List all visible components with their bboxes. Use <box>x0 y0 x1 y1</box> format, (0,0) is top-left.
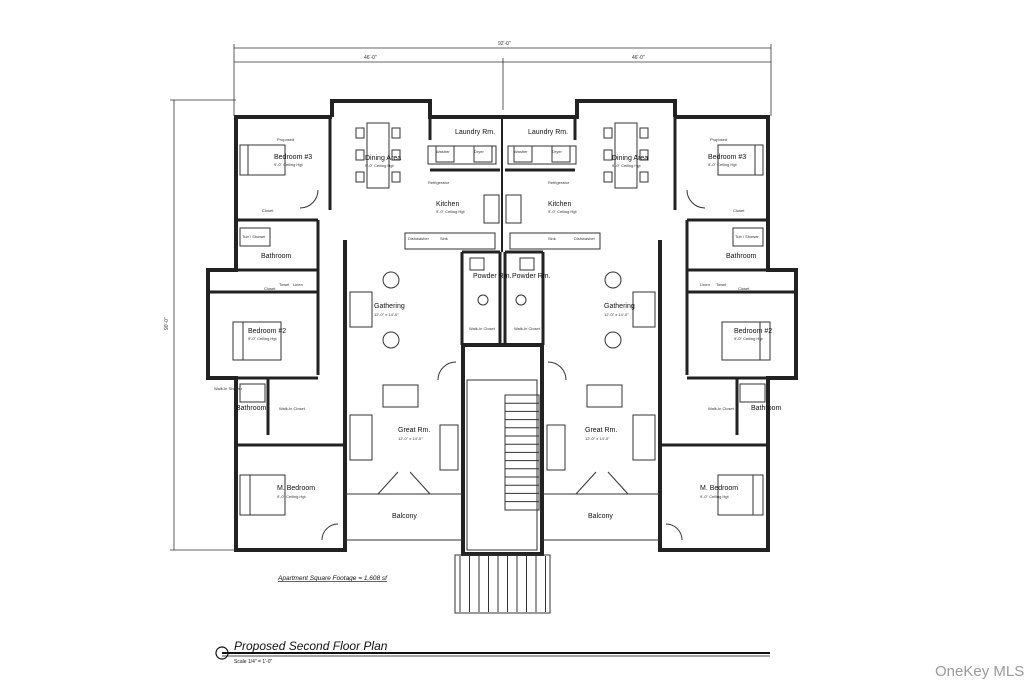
label-dryer-right: Dryer <box>552 149 562 154</box>
label-dishwasher-left: Dishwasher <box>408 236 430 241</box>
label-powder-left: Powder Rm. <box>473 273 512 280</box>
label-dryer-left: Dryer <box>474 149 484 154</box>
label-balcony-left: Balcony <box>392 513 417 520</box>
label-great-right: Great Rm. <box>585 427 617 434</box>
label-closet2-left: Closet <box>264 286 276 291</box>
ceiling-bedroom2-right: 9'-0" Ceiling Hgt <box>734 336 764 341</box>
label-closet1-left: Closet <box>262 208 274 213</box>
label-tub-right: Tub / Shower <box>735 234 759 239</box>
ceiling-bedroom3-right: 9'-0" Ceiling Hgt <box>708 162 738 167</box>
label-fridge-left: Refrigerator <box>428 180 450 185</box>
label-tub-left: Tub / Shower <box>242 234 266 239</box>
size-gathering-right: 12'-0" x 14'-0" <box>604 312 629 317</box>
ceiling-dining-left: 9'-0" Ceiling Hgt <box>365 163 395 168</box>
label-laundry-right: Laundry Rm. <box>528 129 568 136</box>
title-block: Proposed Second Floor Plan Scale 1/4" = … <box>215 639 770 665</box>
exterior-walls <box>206 99 798 556</box>
ceiling-kitchen-right: 9'-0" Ceiling Hgt <box>548 209 578 214</box>
dim-left-half: 46'-0" <box>364 55 377 61</box>
size-gathering-left: 12'-0" x 14'-0" <box>374 312 399 317</box>
label-bathroom2-left: Bathroom <box>236 405 267 412</box>
label-closet2-right: Closet <box>738 286 750 291</box>
label-balcony-right: Balcony <box>588 513 613 520</box>
room-labels-right: Proposed Bedroom #3 9'-0" Ceiling Hgt Di… <box>512 129 782 520</box>
plan-scale: Scale 1/4" = 1'-0" <box>234 659 273 665</box>
label-linen-right: Linen <box>700 282 710 287</box>
square-footage-note: Apartment Square Footage = 1,608 sf <box>277 575 388 582</box>
label-towel-right: Towel <box>716 282 726 287</box>
label-washer-left: Washer <box>436 149 450 154</box>
label-powder-right: Powder Rm. <box>512 273 551 280</box>
furniture-left <box>232 122 500 516</box>
label-dining-right: Dining Area <box>612 155 648 162</box>
label-walkin-left: Walk-In Closet <box>279 406 306 411</box>
label-bedroom2-left: Bedroom #2 <box>248 328 286 335</box>
label-walkin-right: Walk-In Closet <box>708 406 735 411</box>
stairs <box>454 379 551 614</box>
ceiling-kitchen-left: 9'-0" Ceiling Hgt <box>436 209 466 214</box>
label-kitchen-left: Kitchen <box>436 201 459 208</box>
plan-title: Proposed Second Floor Plan <box>234 639 388 653</box>
note-bedroom3-right: Proposed <box>710 137 727 142</box>
label-towel-left: Towel <box>279 282 289 287</box>
label-sink-left: Sink <box>440 236 448 241</box>
note-bedroom3-left: Proposed <box>277 137 294 142</box>
label-linen-left: Linen <box>293 282 303 287</box>
label-bedroom2-right: Bedroom #2 <box>734 328 772 335</box>
label-bathroom1-right: Bathroom <box>726 253 757 260</box>
label-bedroom3-right: Bedroom #3 <box>708 154 746 161</box>
label-bathroom2-right: Bathroom <box>751 405 782 412</box>
label-sink-right: Sink <box>548 236 556 241</box>
label-master-left: M. Bedroom <box>277 485 315 492</box>
ceiling-master-right: 9'-0" Ceiling Hgt <box>700 494 730 499</box>
label-washer-right: Washer <box>514 149 528 154</box>
ceiling-dining-right: 9'-0" Ceiling Hgt <box>612 163 642 168</box>
dim-right-half: 46'-0" <box>632 55 645 61</box>
label-walkin-center-right: Walk-In Closet <box>514 326 541 331</box>
label-laundry-left: Laundry Rm. <box>455 129 495 136</box>
dimension-lines: 92'-0" 46'-0" 46'-0" 90'-0" <box>164 41 772 551</box>
door-swings <box>299 189 706 541</box>
label-bedroom3-left: Bedroom #3 <box>274 154 312 161</box>
dim-overall-depth: 90'-0" <box>164 317 170 330</box>
label-bathroom1-left: Bathroom <box>261 253 292 260</box>
ceiling-bedroom3-left: 9'-0" Ceiling Hgt <box>274 162 304 167</box>
label-gathering-right: Gathering <box>604 303 635 310</box>
size-great-left: 12'-0" x 14'-0" <box>398 436 423 441</box>
label-closet1-right: Closet <box>733 208 745 213</box>
room-labels-left: Proposed Bedroom #3 9'-0" Ceiling Hgt Di… <box>214 129 512 520</box>
ceiling-master-left: 9'-0" Ceiling Hgt <box>277 494 307 499</box>
dim-overall-width: 92'-0" <box>498 41 511 47</box>
ceiling-bedroom2-left: 9'-0" Ceiling Hgt <box>248 336 278 341</box>
label-walkin-center-left: Walk-In Closet <box>469 326 496 331</box>
label-master-right: M. Bedroom <box>700 485 738 492</box>
interior-walls <box>208 117 796 447</box>
size-great-right: 12'-0" x 14'-0" <box>585 436 610 441</box>
label-dining-left: Dining Area <box>365 155 401 162</box>
label-great-left: Great Rm. <box>398 427 430 434</box>
label-gathering-left: Gathering <box>374 303 405 310</box>
watermark: OneKey MLS <box>935 663 1024 680</box>
label-shower-left: Walk-In Shower <box>214 386 243 391</box>
label-dishwasher-right: Dishwasher <box>574 236 596 241</box>
label-kitchen-right: Kitchen <box>548 201 571 208</box>
furniture-right <box>505 122 771 516</box>
label-fridge-right: Refrigerator <box>548 180 570 185</box>
